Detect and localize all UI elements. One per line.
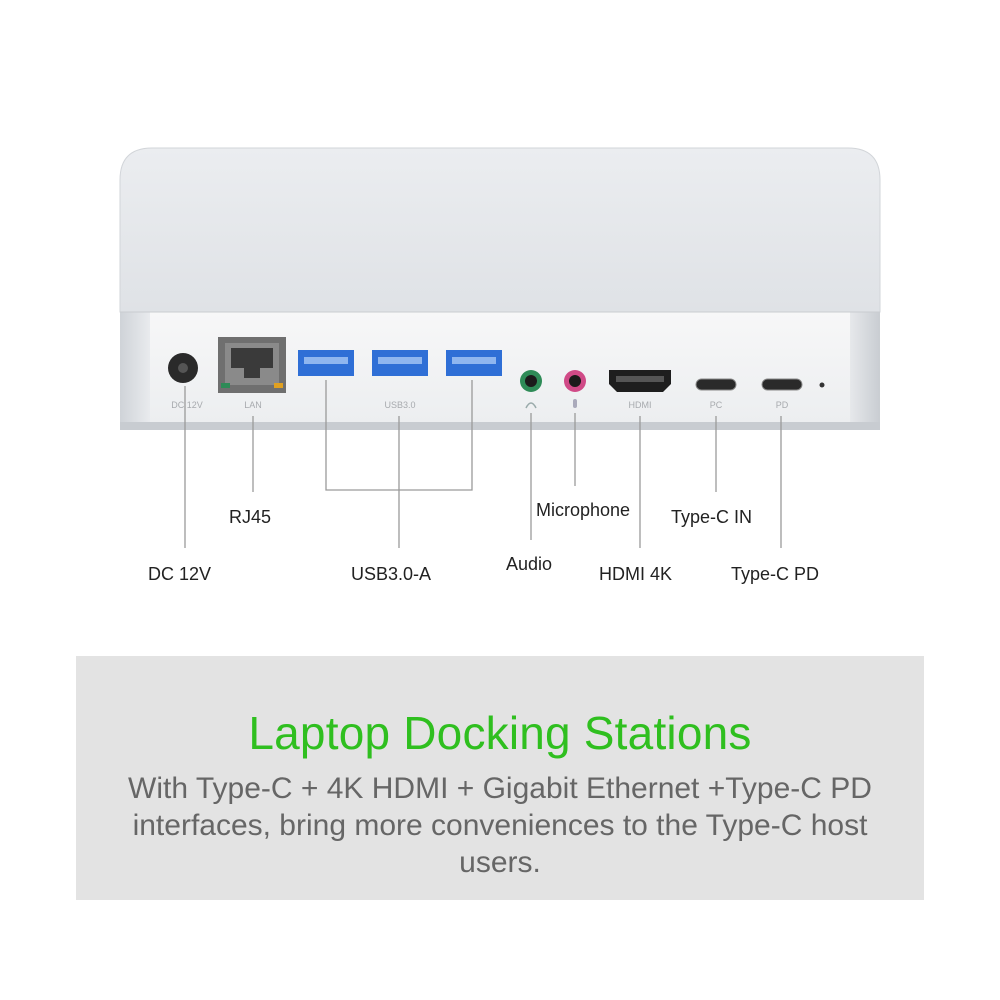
usb-port-1 <box>298 350 354 376</box>
engraving-pc: PC <box>710 400 723 410</box>
engraving-dc: DC 12V <box>171 400 203 410</box>
label-typec-pd: Type-C PD <box>731 564 820 584</box>
audio-jack <box>520 370 542 392</box>
label-microphone: Microphone <box>536 500 631 520</box>
label-typec-in: Type-C IN <box>671 507 753 527</box>
lan-port <box>218 337 286 393</box>
dock-top-plate <box>119 147 881 313</box>
dock-left-end <box>120 312 150 425</box>
typec-pd-port <box>761 378 803 391</box>
docking-station-illustration: DC 12V LAN USB3.0 HDMI PC PD <box>119 147 881 548</box>
engraving-pd: PD <box>776 400 789 410</box>
dock-bottom-edge <box>120 422 880 430</box>
label-audio: Audio <box>506 554 553 574</box>
label-hdmi-4k: HDMI 4K <box>599 564 673 584</box>
leader-lines <box>184 380 782 548</box>
hdmi-port <box>609 370 671 392</box>
usb-port-3 <box>446 350 502 376</box>
usb-port-2 <box>372 350 428 376</box>
docking-station-drawing: DC 12V LAN USB3.0 HDMI PC PD <box>119 147 881 548</box>
panel-description: With Type-C + 4K HDMI + Gigabit Ethernet… <box>128 772 872 879</box>
typec-in-port <box>695 378 737 391</box>
label-usb30a: USB3.0-A <box>351 564 432 584</box>
dock-right-end <box>850 312 880 425</box>
engraving-usb: USB3.0 <box>384 400 415 410</box>
label-rj45: RJ45 <box>229 507 272 527</box>
info-panel: Laptop Docking Stations With Type-C + 4K… <box>76 656 924 900</box>
panel-title: Laptop Docking Stations <box>248 707 752 759</box>
microphone-icon <box>573 399 577 408</box>
status-led <box>819 382 825 388</box>
label-dc-12v: DC 12V <box>148 564 212 584</box>
headphone-icon <box>525 402 537 409</box>
engraving-hdmi: HDMI <box>629 400 652 410</box>
engraving-lan: LAN <box>244 400 262 410</box>
microphone-jack <box>564 370 586 392</box>
